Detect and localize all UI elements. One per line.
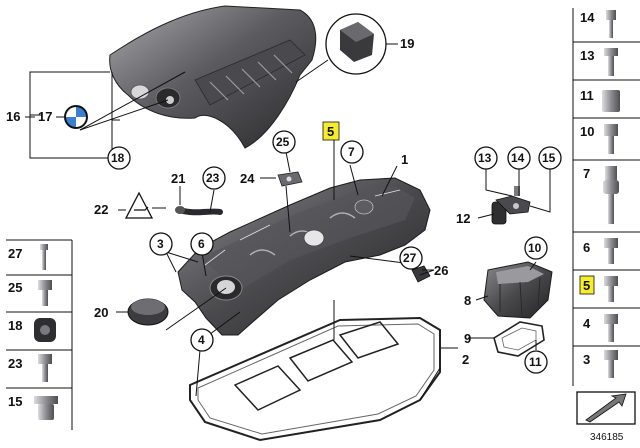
label-9: 9: [464, 331, 471, 346]
right-label-3: 3: [583, 352, 590, 367]
label-25: 25: [276, 135, 290, 149]
bolt-27: [40, 244, 48, 250]
breather-hose: [175, 206, 223, 216]
plug-15: [34, 396, 58, 404]
bolt-4: [604, 314, 618, 324]
right-column: 14 13 11 10 7 6 5 4: [573, 10, 640, 378]
label-6-main: 6: [198, 237, 205, 251]
left-label-23: 23: [8, 356, 22, 371]
bolt-14: [606, 10, 616, 20]
callout-3-main: 3: [149, 232, 173, 256]
label-21: 21: [171, 171, 185, 186]
label-5: 5: [327, 124, 334, 139]
sleeve-11: [602, 90, 620, 112]
right-label-4: 4: [583, 316, 591, 331]
bmw-roundel-icon: [64, 105, 88, 129]
right-label-14: 14: [580, 10, 595, 25]
reference-number: 346185: [590, 432, 624, 443]
callout-18-main: 18: [107, 146, 131, 170]
label-2: 2: [462, 352, 469, 367]
right-label-7: 7: [583, 166, 590, 181]
label-8: 8: [464, 293, 471, 308]
label-16: 16: [6, 109, 20, 124]
bolt-23: [38, 354, 52, 364]
callout-6-main: 6: [190, 232, 214, 256]
right-label-11: 11: [580, 88, 594, 103]
label-10: 10: [528, 241, 542, 255]
label-7: 7: [348, 145, 355, 159]
part-20-cap: [127, 298, 169, 326]
bolt-3: [604, 350, 618, 360]
part-24-gasket: [277, 171, 303, 187]
callout-10: 10: [524, 236, 548, 260]
callout-7: 7: [340, 140, 364, 164]
label-11: 11: [529, 355, 542, 369]
warning-triangle-icon: [124, 191, 166, 219]
label-15-main: 15: [542, 151, 556, 165]
label-18-main: 18: [111, 151, 125, 165]
right-label-6: 6: [583, 240, 590, 255]
engine-cover: [109, 5, 317, 149]
gasket: [189, 316, 441, 442]
label-13-main: 13: [478, 151, 492, 165]
right-label-10: 10: [580, 124, 594, 139]
label-14-main: 14: [511, 151, 525, 165]
right-label-5-highlight: [579, 275, 595, 295]
callout-13-main: 13: [474, 146, 498, 170]
callout-23-main: 23: [202, 166, 226, 190]
oil-separator: [483, 261, 553, 319]
valve-cover: [177, 177, 431, 336]
bolt-25: [38, 280, 52, 290]
callout-25: 25: [272, 130, 296, 154]
left-label-18: 18: [8, 318, 22, 333]
label-17: 17: [38, 109, 52, 124]
label-4-main: 4: [198, 333, 205, 347]
label-27-main: 27: [403, 251, 417, 265]
bolt-5: [604, 276, 618, 286]
label-19: 19: [400, 36, 414, 51]
roundel-mount-icon: [166, 96, 174, 104]
bolt-13: [604, 48, 618, 56]
label-12: 12: [456, 211, 470, 226]
camshaft-sensor: [491, 186, 531, 225]
label-5-highlight: [322, 121, 340, 141]
left-label-25: 25: [8, 280, 22, 295]
bolt-7: [605, 166, 617, 180]
bolt-6: [604, 238, 618, 248]
label-22: 22: [94, 202, 108, 217]
right-label-5: 5: [583, 278, 590, 293]
bolt-10: [604, 124, 618, 136]
callout-4-main: 4: [190, 328, 214, 352]
label-26: 26: [434, 263, 448, 278]
callout-27-main: 27: [399, 246, 423, 270]
label-1: 1: [401, 152, 408, 167]
label-24: 24: [240, 171, 255, 186]
callout-15-main: 15: [538, 146, 562, 170]
arrow-icon: [576, 391, 636, 425]
label-3-main: 3: [157, 237, 164, 251]
label-23-main: 23: [206, 171, 220, 185]
callout-11: 11: [524, 350, 548, 374]
left-label-15: 15: [8, 394, 22, 409]
callout-bracket-16-18: [29, 71, 186, 159]
leader-lines: [116, 140, 551, 401]
part-19-clip: [295, 13, 398, 83]
left-column: 27 25 18 23 15: [6, 244, 72, 420]
left-label-27: 27: [8, 246, 22, 261]
right-label-13: 13: [580, 48, 594, 63]
callout-14-main: 14: [507, 146, 531, 170]
label-20: 20: [94, 305, 108, 320]
